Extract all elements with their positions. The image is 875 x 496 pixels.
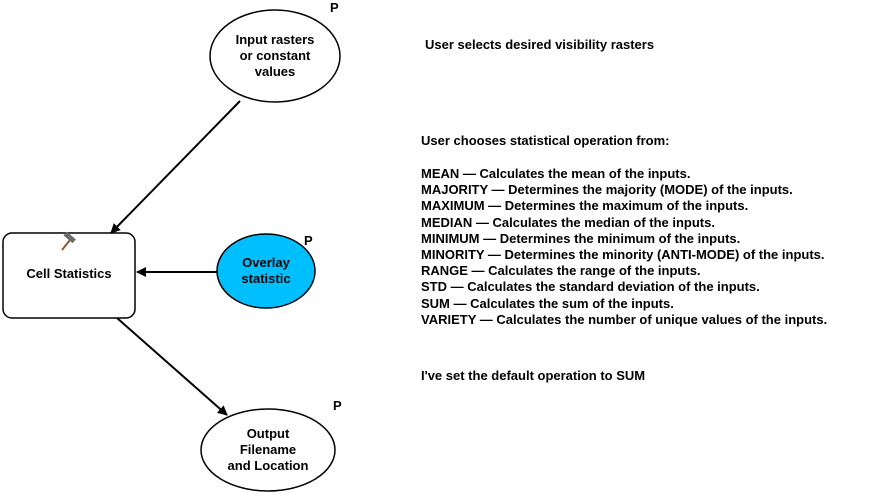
operation-item: MEAN — Calculates the mean of the inputs…: [421, 166, 691, 181]
cell-statistics-tool-node[interactable]: [2, 232, 136, 319]
input-note: User selects desired visibility rasters: [425, 37, 655, 52]
connector-tool-to-output: [116, 317, 228, 416]
operation-item: VARIETY — Calculates the number of uniqu…: [421, 311, 828, 327]
default-operation-note: I've set the default operation to SUM: [421, 368, 646, 383]
operation-item: MAXIMUM — Determines the maximum of the …: [421, 198, 749, 214]
operation-item: MAJORITY — Determines the majority (MODE…: [421, 182, 793, 198]
output-filename-node[interactable]: [200, 408, 336, 492]
output-parameter-marker: P: [333, 398, 342, 413]
operations-list: MEAN — Calculates the mean of the inputs…: [421, 166, 827, 328]
operation-item: RANGE — Calculates the range of the inpu…: [421, 263, 701, 279]
operation-item: MEDIAN — Calculates the median of the in…: [421, 214, 715, 230]
input-rasters-node[interactable]: [209, 9, 341, 103]
overlay-parameter-marker: P: [304, 233, 313, 248]
operations-heading: User chooses statistical operation from:: [421, 133, 670, 148]
operation-item: SUM — Calculates the sum of the inputs.: [421, 295, 674, 311]
input-parameter-marker: P: [330, 0, 339, 15]
cell-statistics-label: Cell Statistics: [26, 266, 112, 281]
overlay-statistic-node[interactable]: [216, 233, 316, 309]
input-rasters-label: Input rasters or constant values: [235, 32, 315, 79]
output-filename-label: Output Filename and Location: [227, 426, 309, 473]
hammer-icon: [61, 231, 76, 251]
connector-input-to-tool: [110, 100, 241, 234]
overlay-statistic-label: Overlay statistic: [241, 255, 291, 286]
operation-item: STD — Calculates the standard deviation …: [421, 279, 760, 295]
operation-item: MINORITY — Determines the minority (ANTI…: [421, 247, 825, 263]
operation-item: MINIMUM — Determines the minimum of the …: [421, 230, 741, 246]
